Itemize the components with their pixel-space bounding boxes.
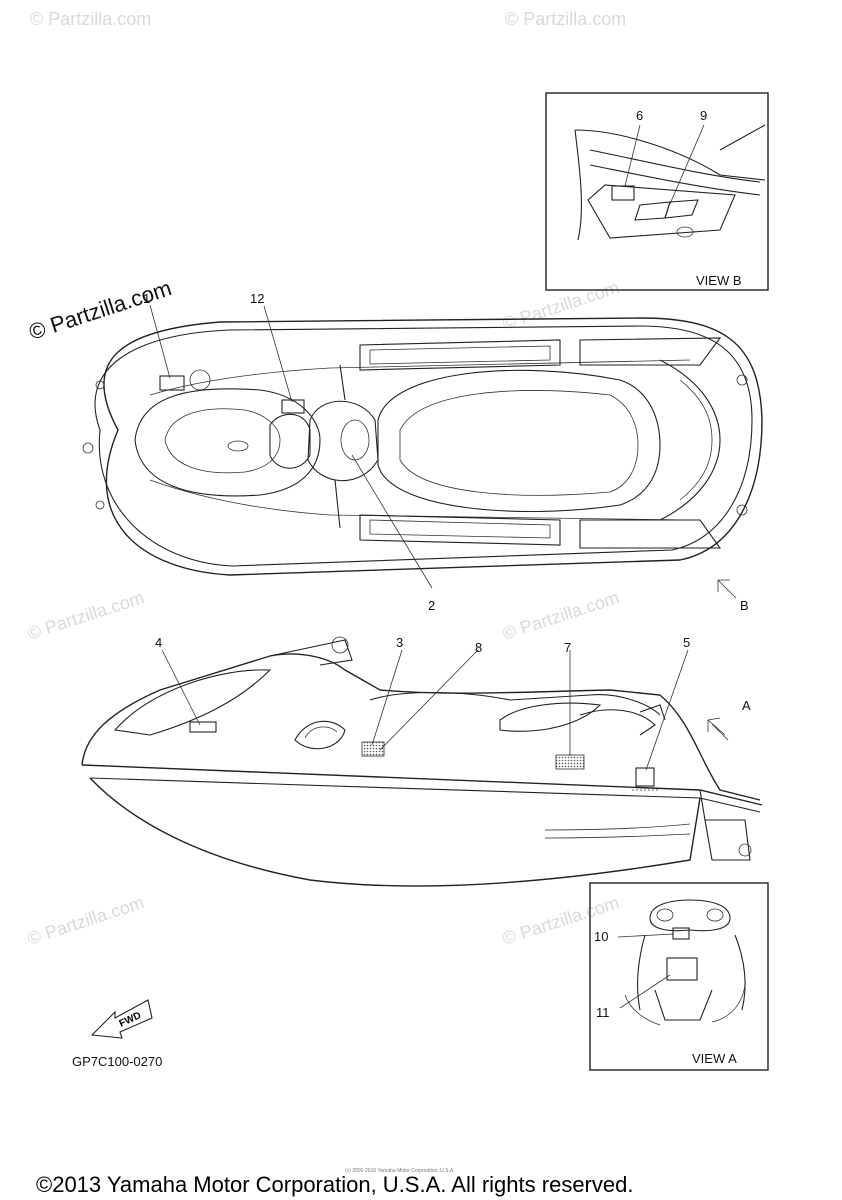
view-b-label: VIEW B — [696, 273, 742, 288]
watermarks: © Partzilla.com © Partzilla.com © Partzi… — [25, 9, 626, 949]
callout-leaders-side — [161, 649, 729, 771]
view-a-inset — [589, 882, 769, 1071]
drawing-code: GP7C100-0270 — [72, 1054, 162, 1069]
watermark: © Partzilla.com — [500, 277, 622, 334]
view-a-arrow-label: A — [742, 698, 751, 713]
fwd-label: FWD — [118, 1010, 143, 1030]
view-a-label: VIEW A — [692, 1051, 737, 1066]
callout-4: 4 — [155, 635, 162, 650]
fine-print: (c) 2005-2016 Yamaha Motor Corporation, … — [345, 1168, 455, 1174]
callout-11: 11 — [596, 1005, 610, 1020]
callout-3: 3 — [396, 635, 403, 650]
callout-12: 12 — [250, 291, 264, 306]
top-view-watercraft — [82, 317, 763, 576]
callout-9: 9 — [700, 108, 707, 123]
fwd-arrow-icon: FWD — [90, 999, 153, 1039]
view-b-arrow-label: B — [740, 598, 749, 613]
watermark: © Partzilla.com — [30, 9, 151, 29]
watermark: © Partzilla.com — [505, 9, 626, 29]
callout-5: 5 — [683, 635, 690, 650]
watermark: © Partzilla.com — [25, 892, 147, 949]
callout-7: 7 — [564, 640, 571, 655]
callout-8: 8 — [475, 640, 482, 655]
side-view-watercraft — [81, 636, 763, 887]
callout-leaders-top — [149, 304, 737, 599]
copyright-notice: ©2013 Yamaha Motor Corporation, U.S.A. A… — [36, 1172, 633, 1197]
watermark: © Partzilla.com — [500, 587, 622, 644]
view-b-inset — [545, 92, 769, 291]
callout-6: 6 — [636, 108, 643, 123]
callout-10: 10 — [594, 929, 608, 944]
callout-1: 1 — [143, 291, 150, 306]
callout-2: 2 — [428, 598, 435, 613]
watermark: © Partzilla.com — [25, 587, 147, 644]
